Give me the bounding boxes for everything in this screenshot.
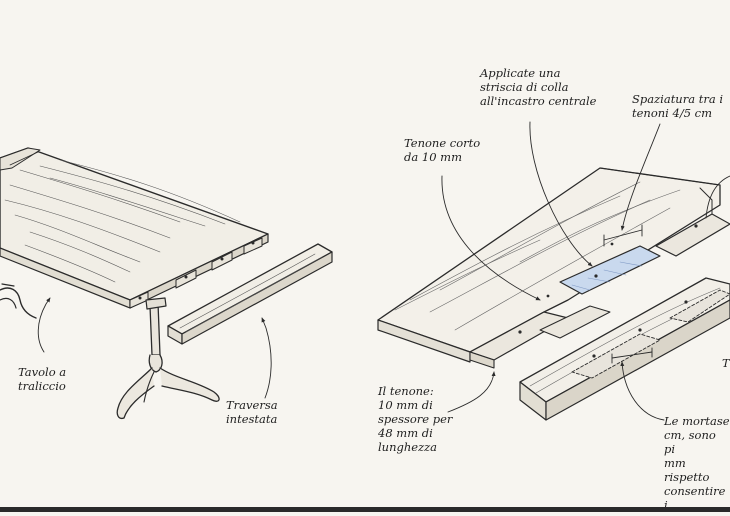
label-trestle-table: Tavolo a traliccio: [18, 365, 67, 393]
trestle-table-drawing: [0, 147, 333, 420]
label-end-rail: Traversa intestata: [226, 398, 278, 426]
label-mortise-note: Le mortase cm, sono pi mm rispetto conse…: [664, 414, 730, 512]
label-edge-t: T: [722, 356, 730, 370]
bottom-border: [0, 507, 730, 512]
label-glue-strip: Applicate una striscia di colla all'inca…: [480, 66, 597, 108]
joint-detail-drawing: [377, 121, 730, 421]
label-tenon-spacing: Spaziatura tra i tenoni 4/5 cm: [632, 92, 724, 120]
label-short-tenon: Tenone corto da 10 mm: [404, 136, 481, 164]
label-tenon-size: Il tenone: 10 mm di spessore per 48 mm d…: [378, 384, 453, 454]
